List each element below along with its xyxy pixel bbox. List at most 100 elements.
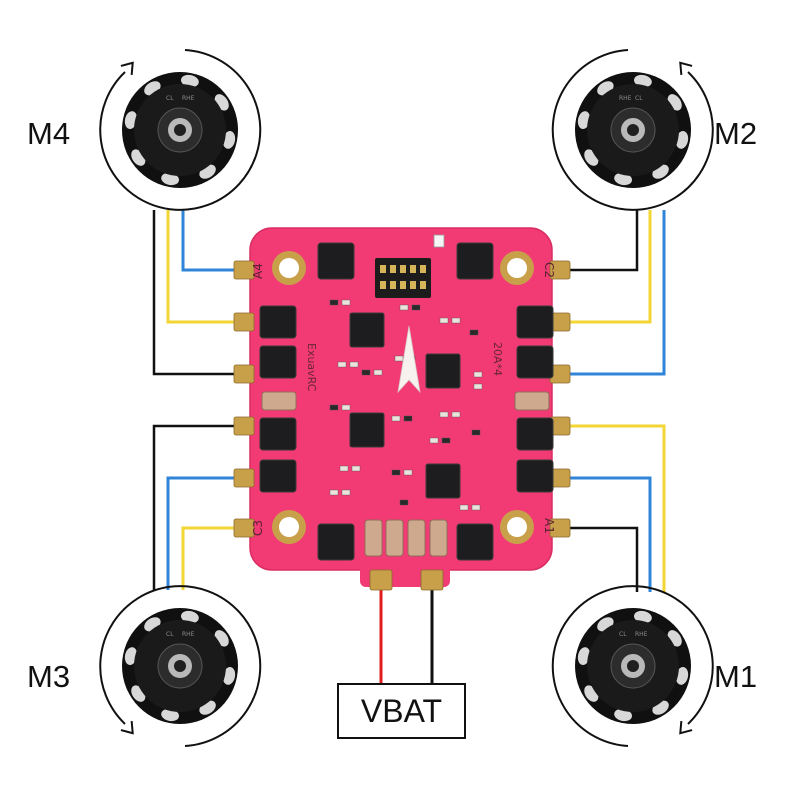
- smd-component: [394, 355, 404, 362]
- mosfet-chip: [516, 345, 554, 379]
- smd-component: [403, 415, 413, 422]
- rotation-arrow-icon: [120, 720, 134, 735]
- smd-component: [351, 465, 361, 472]
- mosfet-chips: [259, 242, 554, 561]
- rotation-arrow-icon: [120, 61, 134, 76]
- wires-motor-m1: [566, 424, 666, 592]
- pad-left-4: [233, 416, 255, 436]
- logo-icon: [397, 325, 421, 394]
- pad-label-top-right: C2: [542, 262, 556, 278]
- rotation-arc-m1: [551, 585, 714, 747]
- motor-label-m2: M2: [714, 116, 758, 151]
- wire-m3-black: [152, 424, 236, 590]
- smd-component: [403, 469, 413, 476]
- motor-vent: [675, 130, 689, 149]
- smd-component: [473, 383, 483, 390]
- motor-vent: [161, 172, 180, 186]
- smd-component: [391, 469, 401, 476]
- smd-component: [399, 304, 409, 311]
- mcu-chips: [349, 312, 461, 499]
- pad-power-negative: [420, 569, 444, 591]
- capacitor: [407, 519, 426, 557]
- signal-connector: [375, 234, 445, 298]
- motor-shaft: [627, 124, 639, 136]
- mosfet-chip: [317, 523, 355, 561]
- wire-m3-blue: [166, 476, 236, 590]
- pad-label-bottom-left: C3: [251, 520, 265, 536]
- motor-label-m1: M1: [714, 659, 758, 694]
- wires-power: [379, 588, 434, 683]
- connector-latch: [433, 234, 445, 248]
- mosfet-chip: [516, 417, 554, 451]
- mosfet-chip: [516, 459, 554, 493]
- motor-vent: [633, 74, 652, 88]
- motor-cap-text: CL: [166, 631, 174, 638]
- wires-motor-m2: [566, 210, 666, 376]
- wires-motor-m3: [152, 424, 236, 590]
- motor-vent: [614, 172, 633, 186]
- capacitor: [364, 519, 383, 557]
- esc-board: A4 C2 C3 A1 ExuavRC 20A*4: [233, 227, 571, 591]
- mount-hole-tl-inner: [279, 258, 299, 278]
- smd-components: [329, 299, 483, 511]
- smd-component: [391, 415, 401, 422]
- motor-shaft: [627, 660, 639, 672]
- connector-pin: [380, 265, 386, 273]
- mosfet-chip: [259, 459, 297, 493]
- mcu-chip: [425, 353, 461, 389]
- mosfet-chip: [456, 523, 494, 561]
- motor-cap-text: CL: [635, 95, 643, 102]
- smd-component: [441, 437, 451, 444]
- brand-text: ExuavRC: [305, 343, 318, 392]
- capacitor: [261, 391, 297, 411]
- wire-m4-blue: [181, 210, 236, 272]
- pad-left-6: [233, 518, 255, 538]
- smd-component: [329, 299, 339, 306]
- motor-vent: [222, 130, 236, 149]
- smd-component: [341, 404, 351, 411]
- motor-m3: CL RHE: [99, 585, 262, 747]
- motor-vent: [633, 610, 652, 624]
- wire-m4-yellow: [166, 210, 236, 324]
- pad-left-3: [233, 364, 255, 384]
- connector-housing: [375, 258, 431, 298]
- motor-cap-text: CL: [619, 631, 627, 638]
- mosfet-chip: [259, 345, 297, 379]
- smd-component: [451, 317, 461, 324]
- motor-cap-text: CL: [166, 95, 174, 102]
- vbat-label: VBAT: [360, 692, 443, 729]
- connector-pin: [420, 265, 426, 273]
- pad-label-bottom-right: A1: [542, 518, 556, 534]
- motor-cap-text: RHE: [182, 95, 195, 102]
- smd-component: [473, 371, 483, 378]
- motor-label-m3: M3: [27, 659, 71, 694]
- smd-component: [337, 361, 347, 368]
- smd-component: [399, 499, 409, 506]
- connector-pin: [390, 281, 396, 289]
- motor-vent: [614, 708, 633, 722]
- pad-left-1: [233, 260, 255, 280]
- smd-component: [451, 411, 461, 418]
- smd-component: [439, 317, 449, 324]
- capacitors: [261, 391, 550, 557]
- connector-pin: [410, 281, 416, 289]
- rotation-arc-m4: [99, 49, 262, 211]
- smd-component: [373, 369, 383, 376]
- wire-m1-yellow: [566, 424, 666, 592]
- mcu-chip: [425, 463, 461, 499]
- smd-component: [361, 369, 371, 376]
- smd-component: [469, 329, 479, 336]
- motor-cap-text: RHE: [182, 631, 195, 638]
- motor-vent: [180, 610, 199, 624]
- capacitor: [429, 519, 448, 557]
- connector-pin: [420, 281, 426, 289]
- smd-component: [411, 304, 421, 311]
- smd-component: [439, 411, 449, 418]
- motor-vent: [577, 647, 591, 666]
- mosfet-chip: [259, 305, 297, 339]
- vbat-box: VBAT: [337, 683, 466, 739]
- connector-pin: [400, 281, 406, 289]
- smd-component: [329, 404, 339, 411]
